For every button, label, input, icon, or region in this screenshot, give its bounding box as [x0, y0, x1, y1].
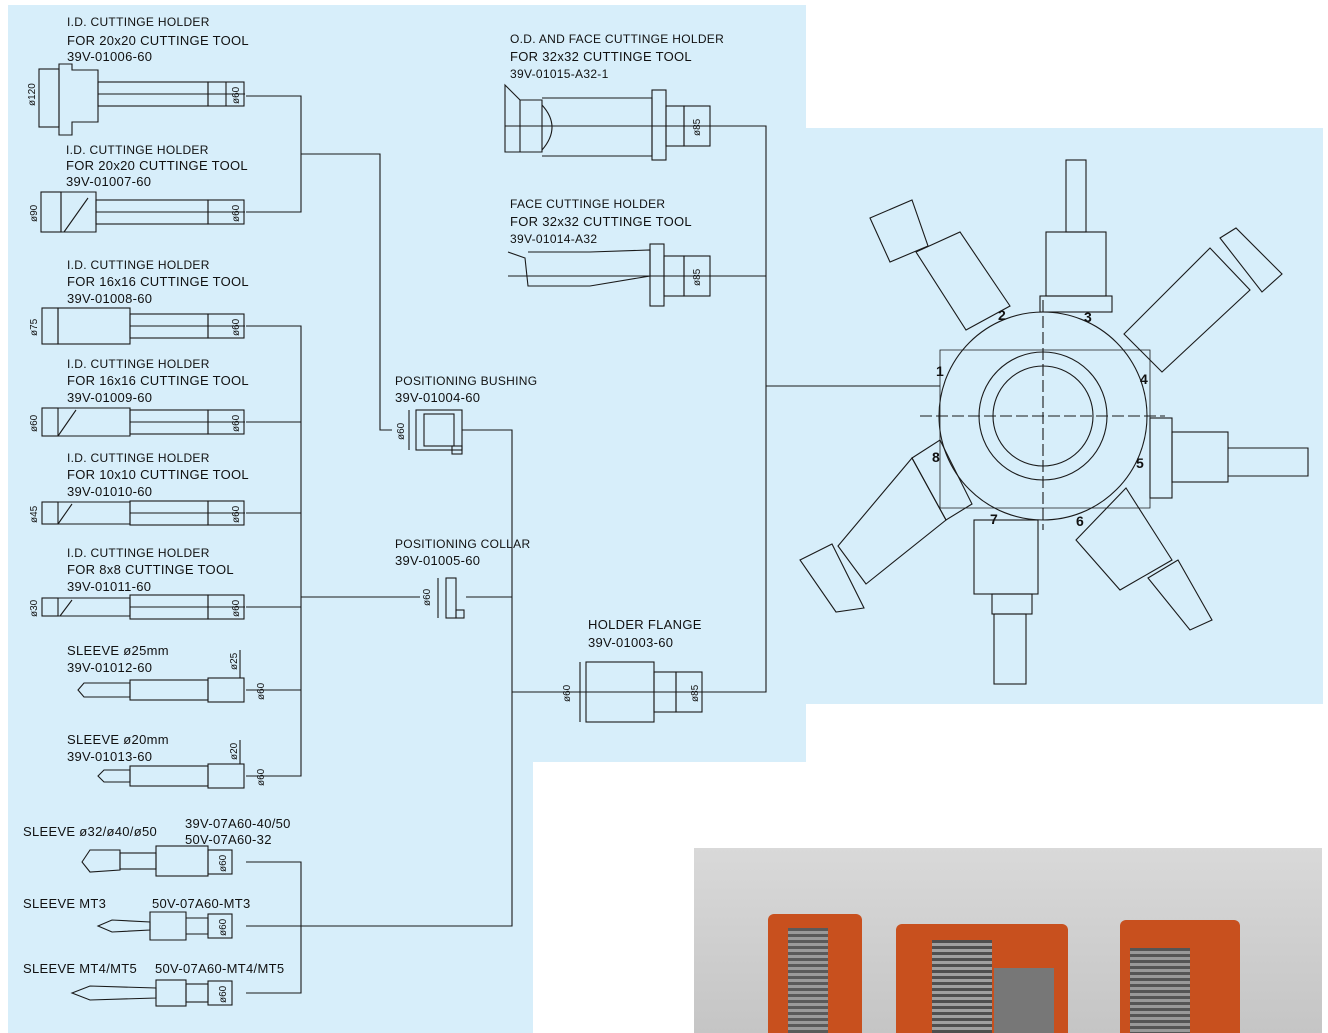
- sleeve-20-label: SLEEVE ø20mm: [67, 732, 169, 747]
- holder-6-dia: ø30: [29, 599, 40, 617]
- holder-6-drawing: [41, 594, 245, 620]
- collar-dia: ø60: [422, 588, 433, 606]
- sleeve-20-conn: ø60: [256, 768, 267, 786]
- collar-label: POSITIONING COLLAR: [395, 537, 531, 551]
- holder-5-conn: ø60: [231, 505, 242, 523]
- diagram-panel-left: [8, 5, 806, 762]
- sleeve-mt4-code: 50V-07A60-MT4/MT5: [155, 961, 285, 976]
- holder-3-dia: ø75: [29, 318, 40, 336]
- holder-1-dia: ø120: [27, 83, 38, 106]
- holder-2-dia: ø90: [29, 204, 40, 222]
- sleeve-mt3-code: 50V-07A60-MT3: [152, 896, 251, 911]
- od-holder-code: 39V-01015-A32-1: [510, 67, 609, 81]
- station-5: 5: [1136, 455, 1144, 471]
- holder-6-code: 39V-01011-60: [67, 579, 152, 594]
- flange-dia-right: ø85: [690, 684, 701, 702]
- sleeve-20-drawing: [97, 740, 245, 789]
- sleeve-32-label: SLEEVE ø32/ø40/ø50: [23, 824, 158, 839]
- bushing-drawing: [408, 409, 463, 455]
- sleeve-20-dia: ø20: [229, 742, 240, 760]
- holder-4-dia: ø60: [29, 414, 40, 432]
- sleeve-20-code: 39V-01013-60: [67, 749, 153, 764]
- sleeve-mt4-conn: ø60: [218, 985, 229, 1003]
- turret-drawing: [799, 159, 1309, 685]
- face-holder-spec: FOR 32x32 CUTTINGE TOOL: [510, 214, 692, 229]
- collar-code: 39V-01005-60: [395, 553, 481, 568]
- sleeve-25-conn: ø60: [256, 682, 267, 700]
- station-6: 6: [1076, 513, 1084, 529]
- holder-5-dia: ø45: [29, 505, 40, 523]
- sleeve-mt3-label: SLEEVE MT3: [23, 896, 107, 911]
- holder-2-drawing: [40, 191, 245, 233]
- sleeve-32-conn: ø60: [218, 854, 229, 872]
- sleeve-32-drawing: [81, 845, 233, 877]
- sleeve-32-code-2: 50V-07A60-32: [185, 832, 272, 847]
- bushing-dia: ø60: [396, 422, 407, 440]
- holder-6-conn: ø60: [231, 599, 242, 617]
- holder-2-spec: FOR 20x20 CUTTINGE TOOL: [66, 158, 248, 173]
- holder-1-drawing: [38, 63, 245, 136]
- station-3: 3: [1084, 309, 1092, 325]
- holder-3-code: 39V-01008-60: [67, 291, 153, 306]
- holder-4-drawing: [41, 407, 245, 437]
- sleeve-25-drawing: [77, 650, 245, 703]
- face-holder-title: FACE CUTTINGE HOLDER: [510, 197, 666, 211]
- station-7: 7: [990, 511, 998, 527]
- sleeve-mt4-label: SLEEVE MT4/MT5: [23, 961, 138, 976]
- holder-3-title: I.D. CUTTINGE HOLDER: [67, 258, 210, 272]
- holder-1-conn: ø60: [231, 86, 242, 104]
- flange-drawing: [554, 661, 716, 723]
- station-2: 2: [998, 307, 1006, 323]
- holder-6-title: I.D. CUTTINGE HOLDER: [67, 546, 210, 560]
- holder-1-title: I.D. CUTTINGE HOLDER: [67, 15, 210, 29]
- od-holder-conn: ø85: [692, 118, 703, 136]
- holder-6-spec: FOR 8x8 CUTTINGE TOOL: [67, 562, 234, 577]
- holder-1-spec: FOR 20x20 CUTTINGE TOOL: [67, 33, 249, 48]
- face-holder-drawing: [507, 243, 716, 307]
- od-holder-title: O.D. AND FACE CUTTINGE HOLDER: [510, 32, 725, 46]
- holder-3-conn: ø60: [231, 318, 242, 336]
- holder-4-conn: ø60: [231, 414, 242, 432]
- bushing-label: POSITIONING BUSHING: [395, 374, 538, 388]
- holder-4-spec: FOR 16x16 CUTTINGE TOOL: [67, 373, 249, 388]
- sleeve-25-code: 39V-01012-60: [67, 660, 153, 675]
- od-holder-spec: FOR 32x32 CUTTINGE TOOL: [510, 49, 692, 64]
- station-8: 8: [932, 449, 940, 465]
- holder-5-title: I.D. CUTTINGE HOLDER: [67, 451, 210, 465]
- sleeve-25-dia: ø25: [229, 652, 240, 670]
- holder-1-code: 39V-01006-60: [67, 49, 153, 64]
- connector-line: [246, 95, 392, 431]
- face-holder-code: 39V-01014-A32: [510, 232, 598, 246]
- connector-line: [716, 125, 940, 693]
- station-4: 4: [1140, 371, 1148, 387]
- face-holder-conn: ø85: [692, 268, 703, 286]
- holder-4-code: 39V-01009-60: [67, 390, 153, 405]
- holder-3-spec: FOR 16x16 CUTTINGE TOOL: [67, 274, 249, 289]
- connector-line: [246, 429, 554, 994]
- flange-label: HOLDER FLANGE: [588, 617, 702, 632]
- station-1: 1: [936, 363, 944, 379]
- holder-5-spec: FOR 10x10 CUTTINGE TOOL: [67, 467, 249, 482]
- sleeve-mt3-drawing: [96, 911, 233, 941]
- bushing-code: 39V-01004-60: [395, 390, 481, 405]
- holder-5-drawing: [41, 500, 245, 526]
- od-holder-drawing: [504, 83, 716, 161]
- gearbox-photo: [694, 848, 1322, 1033]
- sleeve-mt3-conn: ø60: [218, 918, 229, 936]
- holder-2-code: 39V-01007-60: [66, 174, 152, 189]
- holder-3-drawing: [41, 307, 245, 345]
- holder-2-title: I.D. CUTTINGE HOLDER: [66, 143, 209, 157]
- holder-4-title: I.D. CUTTINGE HOLDER: [67, 357, 210, 371]
- sleeve-25-label: SLEEVE ø25mm: [67, 643, 169, 658]
- flange-code: 39V-01003-60: [588, 635, 674, 650]
- sleeve-32-code-1: 39V-07A60-40/50: [185, 816, 291, 831]
- holder-5-code: 39V-01010-60: [67, 484, 153, 499]
- holder-2-conn: ø60: [231, 204, 242, 222]
- collar-drawing: [437, 577, 465, 619]
- connector-line: [246, 325, 420, 777]
- sleeve-mt4-drawing: [70, 979, 233, 1007]
- flange-dia-left: ø60: [562, 684, 573, 702]
